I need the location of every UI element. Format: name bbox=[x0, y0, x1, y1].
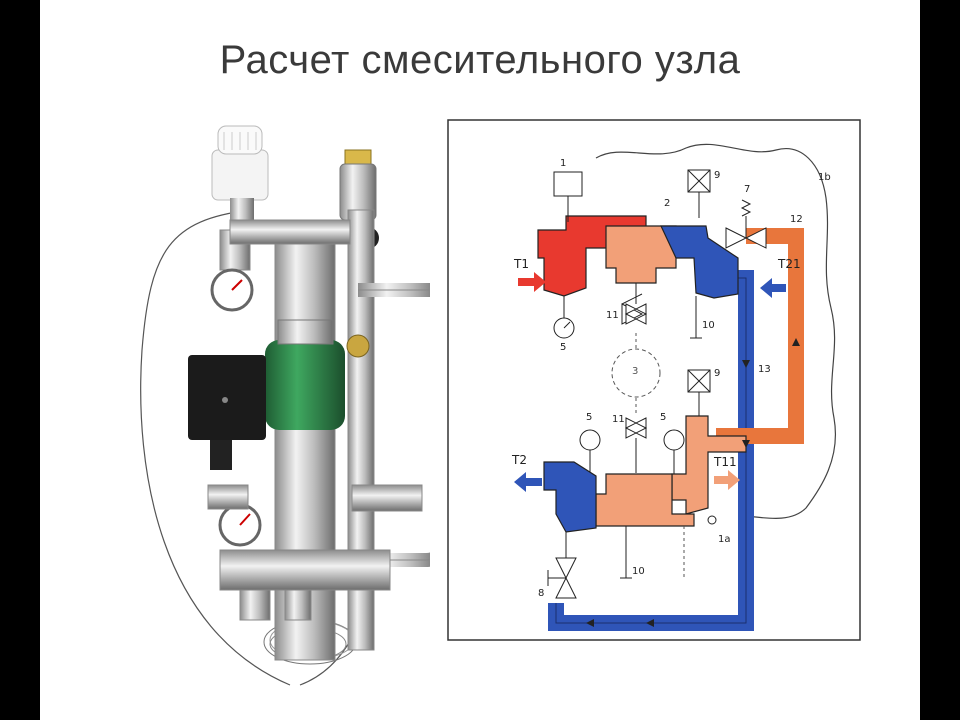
label-13: 13 bbox=[758, 364, 771, 375]
pump-3 bbox=[611, 348, 661, 398]
air-vent-9-mid bbox=[687, 369, 711, 416]
inlet-arrow-t1 bbox=[518, 272, 546, 292]
label-t1: T1 bbox=[513, 257, 529, 271]
gauge-5-mid-right bbox=[663, 429, 685, 474]
bottom-mixing-block bbox=[543, 415, 747, 533]
label-3: 3 bbox=[632, 366, 638, 377]
top-mixing-block bbox=[537, 215, 739, 299]
valve-8 bbox=[547, 532, 577, 599]
label-t21: T21 bbox=[777, 257, 801, 271]
flow-arrows bbox=[586, 338, 800, 627]
slide-title: Расчет смесительного узла bbox=[219, 38, 741, 82]
pressure-gauge-top bbox=[210, 268, 254, 312]
label-9-top: 9 bbox=[714, 170, 720, 181]
label-8: 8 bbox=[538, 588, 544, 599]
label-2: 2 bbox=[664, 198, 670, 209]
label-12: 12 bbox=[790, 214, 803, 225]
label-10-top: 10 bbox=[702, 320, 715, 331]
label-11-mid: 11 bbox=[612, 414, 625, 425]
inlet-arrow-t21 bbox=[760, 278, 786, 298]
thermostatic-head bbox=[211, 125, 269, 220]
gauge-5-mid-left bbox=[579, 429, 601, 474]
supply-pipe-12 bbox=[716, 228, 804, 444]
label-t11: T11 bbox=[713, 455, 737, 469]
air-vent-9-top bbox=[687, 169, 711, 218]
mixing-unit-photo bbox=[140, 125, 430, 686]
label-1a: 1a bbox=[718, 534, 731, 545]
valve-11-top bbox=[621, 283, 648, 325]
pressure-gauge-bottom bbox=[218, 503, 262, 547]
label-5-top: 5 bbox=[560, 342, 566, 353]
label-t2: T2 bbox=[511, 453, 527, 467]
sensor-box-1 bbox=[553, 171, 583, 197]
label-11-top: 11 bbox=[606, 310, 619, 321]
boundary-line bbox=[595, 143, 836, 520]
gauge-5-top bbox=[553, 296, 575, 339]
outlet-arrow-t2 bbox=[514, 472, 542, 492]
label-5-mid-left: 5 bbox=[586, 412, 592, 423]
slide: Расчет смесительного узла bbox=[40, 0, 920, 720]
valve-7 bbox=[725, 199, 767, 249]
label-1b: 1b bbox=[818, 172, 831, 183]
label-7: 7 bbox=[744, 184, 750, 195]
outlet-arrow-t11 bbox=[714, 470, 740, 490]
label-10-bottom: 10 bbox=[632, 566, 645, 577]
label-1: 1 bbox=[560, 158, 566, 169]
label-5-mid-right: 5 bbox=[660, 412, 666, 423]
valve-11-mid bbox=[624, 417, 648, 473]
hydraulic-scheme: 1 1b 2 9 7 12 T1 T21 11 5 10 3 9 13 5 11… bbox=[447, 119, 861, 641]
circulation-pump bbox=[188, 319, 370, 470]
label-9-mid: 9 bbox=[714, 368, 720, 379]
